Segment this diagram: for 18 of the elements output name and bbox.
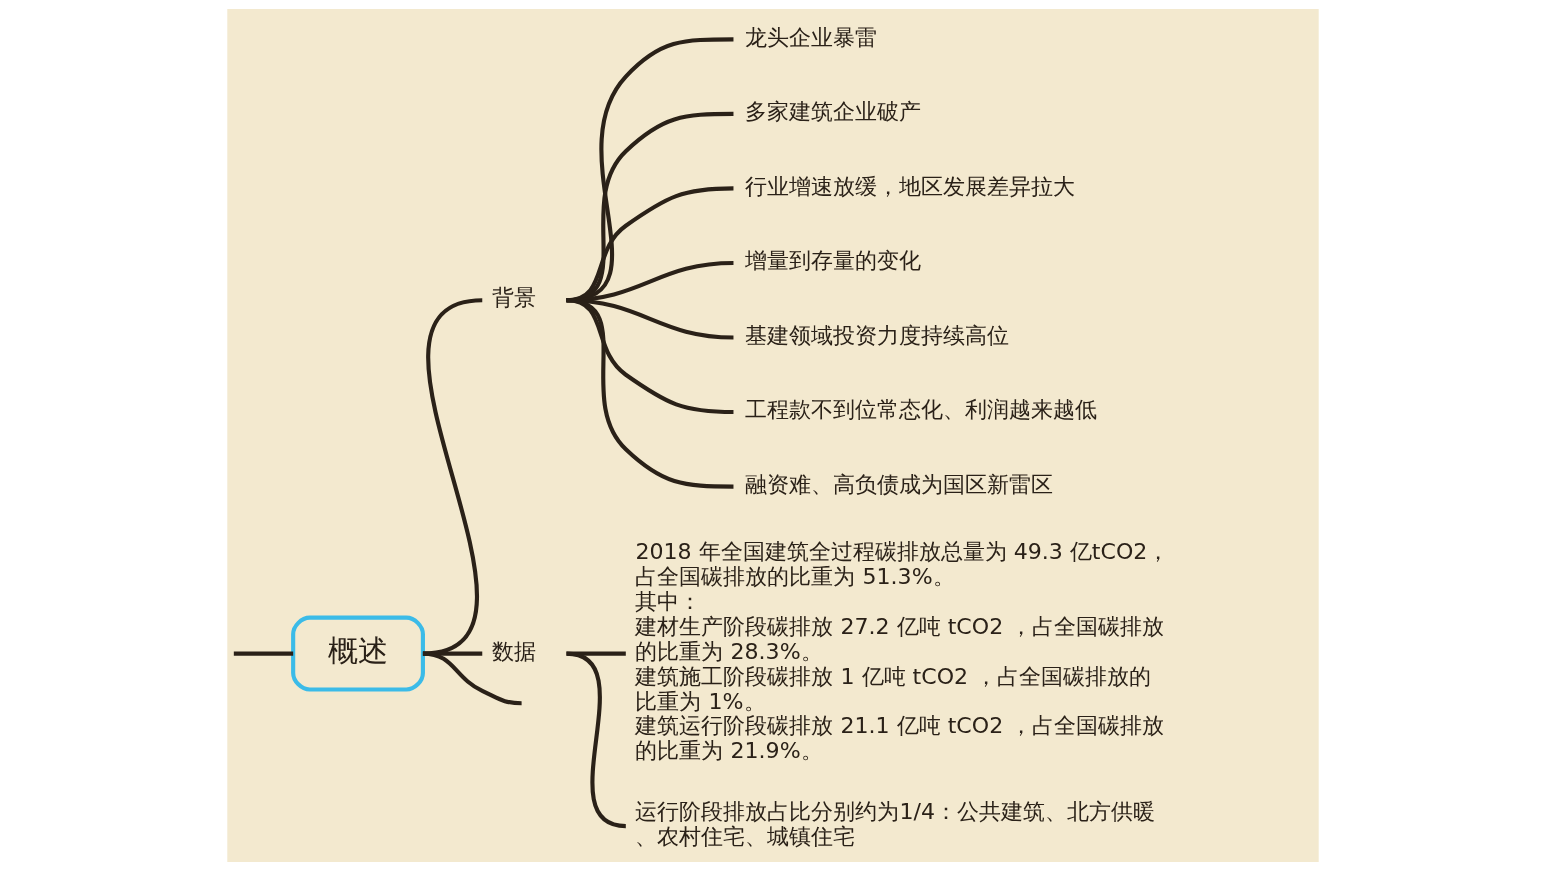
node-box: 概述 — [291, 615, 425, 692]
node-text: 数据 — [491, 638, 536, 664]
node-text: 龙头企业暴雷 — [745, 24, 878, 50]
connector — [566, 297, 734, 414]
node-text: 工程款不到位常态化、利润越来越低 — [745, 396, 1098, 422]
node-text: 融资难、高负债成为国区新雷区 — [745, 471, 1054, 497]
connector — [422, 651, 522, 705]
node-text: 行业增速放缓，地区发展差异拉大 — [745, 173, 1076, 199]
connector — [566, 297, 734, 489]
connector — [422, 297, 483, 656]
connector — [233, 651, 294, 656]
connector — [566, 651, 627, 828]
node-text: 背景 — [491, 284, 536, 310]
node-text: 运行阶段排放占比分别约为1/4：公共建筑、北方供暖、农村住宅、城镇住宅 — [635, 798, 1156, 849]
node-text: 多家建筑企业破产 — [745, 98, 922, 124]
node-text: 基建领域投资力度持续高位 — [745, 322, 1010, 348]
node-text: 2018 年全国建筑全过程碳排放总量为 49.3 亿tCO2，占全国碳排放的比重为 51.3%。 其中： 建材生产阶段碳排放 27.2 亿吨 tCO2 ，占全国碳排放的比重为 28.3%。 建筑施工阶段碳排放 1 亿吨 tCO2 ，占全国碳排放的比重为 1%。 建筑运行阶段碳排放 21.1 亿吨 tCO2 ，占全国碳排放的比重为 21.9%。 — [635, 538, 1170, 763]
node-text: 增量到存量的变化 — [745, 247, 922, 273]
